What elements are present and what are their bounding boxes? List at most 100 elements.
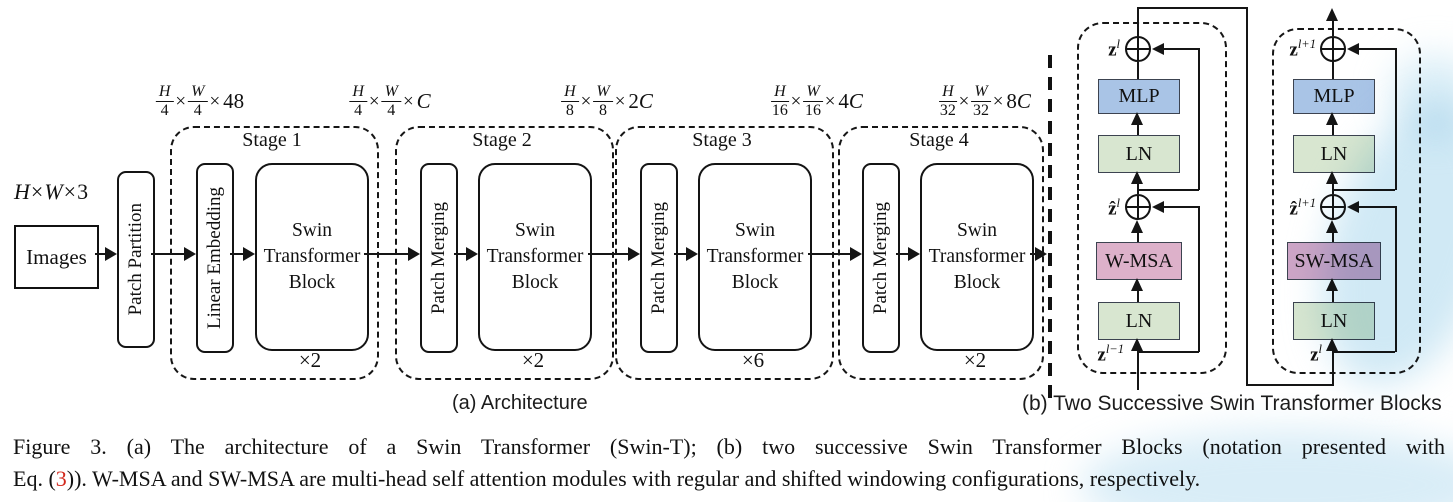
connector-line — [1136, 181, 1140, 194]
connector-line — [1137, 7, 1248, 10]
residual-line — [1358, 47, 1396, 51]
flow-arrowhead — [408, 247, 420, 261]
patch-merging-box-3: Patch Merging — [640, 163, 678, 353]
repeat-label-3: ×6 — [741, 348, 765, 372]
up-arrowhead — [1131, 171, 1143, 184]
connector-line — [1331, 122, 1335, 135]
panel-a-caption: (a) Architecture — [452, 392, 588, 414]
repeat-label-4: ×2 — [963, 348, 987, 372]
flow-arrowhead — [908, 247, 920, 261]
up-arrowhead — [1131, 278, 1143, 291]
ln-box: LN — [1098, 135, 1180, 173]
flow-arrowhead — [105, 247, 117, 261]
stage-1-label: Stage 1 — [242, 129, 302, 151]
up-arrowhead — [1131, 338, 1143, 351]
flow-line — [1030, 252, 1037, 256]
mlp-box: MLP — [1098, 79, 1180, 114]
connector-line — [1136, 62, 1140, 79]
add-circle — [1125, 194, 1151, 220]
swin-block-1: Swin Transformer Block — [255, 163, 369, 351]
connector-line — [1136, 122, 1140, 135]
z-label-mid: ẑl+1 — [1289, 196, 1316, 220]
swin-block-2: Swin Transformer Block — [478, 163, 592, 351]
input-dim-label: H×W×3 — [14, 179, 90, 204]
z-label-mid: ẑl — [1108, 196, 1120, 220]
stage-4-label: Stage 4 — [909, 129, 969, 151]
flow-line — [151, 252, 186, 256]
up-arrowhead — [1131, 112, 1143, 125]
flow-arrowhead — [850, 247, 862, 261]
stage-2-label: Stage 2 — [472, 129, 532, 151]
connector-line — [1136, 288, 1140, 302]
swin-block-4: Swin Transformer Block — [920, 163, 1034, 351]
dim-h: H — [155, 83, 174, 102]
wmsa-box: W-MSA — [1096, 242, 1182, 280]
add-circle — [1320, 36, 1346, 62]
figure-caption-line2: Eq. (3)). W-MSA and SW-MSA are multi-hea… — [13, 466, 1201, 491]
connector-line — [1331, 288, 1335, 302]
flow-line — [454, 252, 468, 256]
left-arrowhead — [1152, 200, 1164, 213]
equation-reference-link[interactable]: 3 — [55, 466, 67, 491]
patch-partition-label: Patch Partition — [125, 203, 146, 316]
ln-box: LN — [1293, 302, 1375, 340]
residual-line — [1163, 47, 1199, 51]
left-arrowhead — [1152, 42, 1164, 55]
left-arrowhead — [1347, 200, 1359, 213]
residual-line — [1332, 188, 1395, 192]
residual-line — [1197, 48, 1200, 190]
mlp-box: MLP — [1293, 79, 1375, 114]
flow-line — [674, 252, 688, 256]
flow-line — [588, 252, 630, 256]
patch-merging-box-2: Patch Merging — [420, 163, 458, 353]
flow-arrowhead — [184, 247, 196, 261]
stage-3-label: Stage 3 — [692, 129, 752, 151]
residual-line — [1394, 48, 1397, 190]
residual-line — [1137, 188, 1199, 192]
connector-line — [1331, 18, 1335, 36]
z-label-out: zl — [1108, 37, 1120, 61]
connector-line — [1245, 7, 1248, 386]
panel-b-caption: (b) Two Successive Swin Transformer Bloc… — [1022, 392, 1442, 415]
transformer-block-1-box — [1077, 22, 1227, 374]
connector-line — [1136, 230, 1140, 242]
repeat-label-2: ×2 — [521, 348, 545, 372]
images-box: Images — [14, 225, 99, 289]
residual-line — [1137, 350, 1199, 354]
z-label-out: zl+1 — [1289, 37, 1316, 61]
residual-line — [1358, 205, 1396, 209]
patch-merging-box-4: Patch Merging — [862, 163, 900, 353]
residual-line — [1197, 206, 1200, 352]
ln-box: LN — [1098, 302, 1180, 340]
flow-arrowhead — [466, 247, 478, 261]
flow-line — [95, 252, 107, 256]
swmsa-box: SW-MSA — [1287, 242, 1381, 280]
connector-line — [1331, 181, 1335, 194]
connector-line — [1245, 383, 1334, 387]
flow-arrowhead — [243, 247, 255, 261]
linear-embedding-box: Linear Embedding — [196, 163, 234, 353]
patch-partition-box: Patch Partition — [117, 171, 155, 348]
flow-line — [808, 252, 852, 256]
connector-line — [1331, 230, 1335, 242]
residual-line — [1332, 350, 1395, 354]
swin-block-3: Swin Transformer Block — [698, 163, 812, 351]
z-label-in: zl — [1310, 342, 1322, 366]
ln-box: LN — [1293, 135, 1375, 173]
up-arrowhead — [1326, 8, 1338, 21]
panel-separator-dashed-line — [1048, 55, 1053, 400]
residual-line — [1394, 206, 1397, 352]
flow-arrowhead — [1035, 247, 1047, 261]
flow-line — [896, 252, 910, 256]
connector-line — [1331, 348, 1335, 386]
flow-arrowhead — [628, 247, 640, 261]
flow-line — [230, 252, 245, 256]
residual-line — [1163, 205, 1199, 209]
figure-caption-line1: Figure 3. (a) The architecture of a Swin… — [13, 434, 1445, 459]
